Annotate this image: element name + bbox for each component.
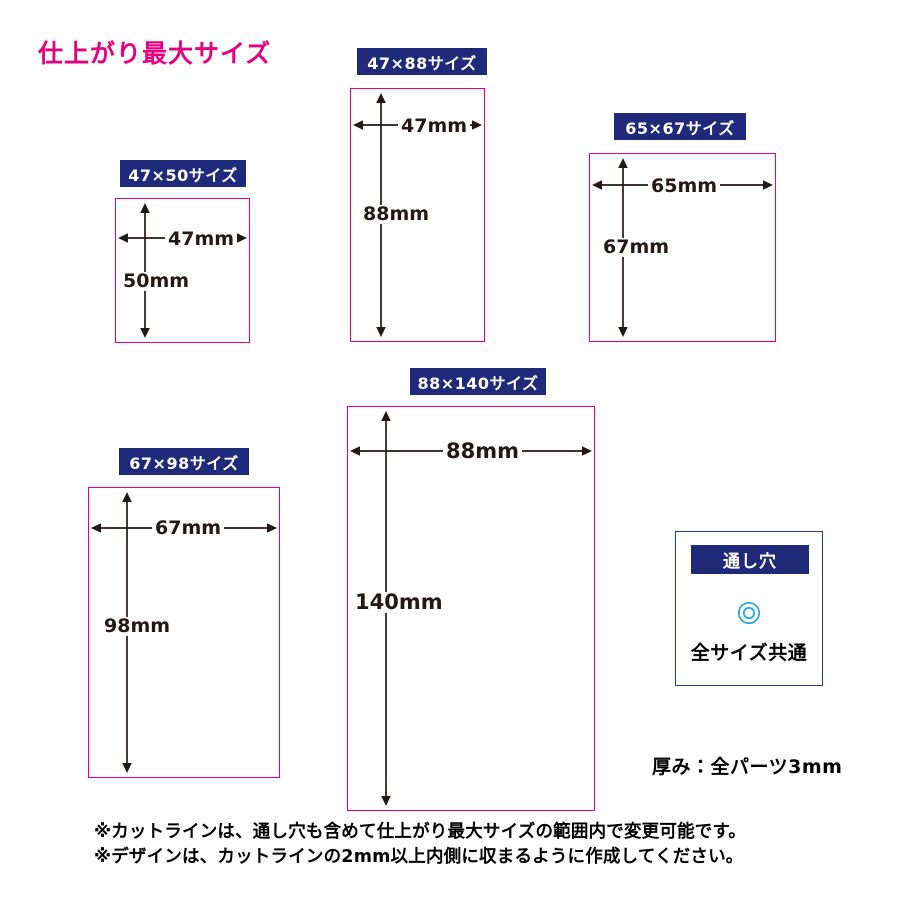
size-badge-47x88: 47×88サイズ — [357, 48, 487, 75]
dimension-label-width-67x98: 67mm — [152, 519, 225, 538]
dimension-arrow-vertical-47x50 — [138, 203, 152, 338]
size-badge-88x140: 88×140サイズ — [410, 368, 546, 395]
thickness-note: 厚み：全パーツ3mm — [652, 756, 843, 778]
dimension-label-height-67x98: 98mm — [101, 617, 174, 636]
dimension-label-height-47x88: 88mm — [360, 205, 433, 224]
size-badge-65x67: 65×67サイズ — [614, 113, 746, 140]
hole-caption: 全サイズ共通 — [690, 642, 808, 664]
size-box-47x50 — [115, 198, 250, 343]
hole-info-card: 通し穴 全サイズ共通 — [675, 531, 823, 686]
dimension-label-width-47x50: 47mm — [165, 230, 238, 249]
dimension-label-height-88x140: 140mm — [352, 592, 446, 613]
dimension-label-width-47x88: 47mm — [398, 117, 471, 136]
footnote-line-2: ※デザインは、カットラインの2mm以上内側に収まるように作成してください。 — [94, 847, 744, 868]
hole-circle-icon — [736, 600, 762, 626]
hole-badge-label: 通し穴 — [691, 545, 809, 574]
dimension-label-width-88x140: 88mm — [443, 441, 522, 462]
dimension-label-height-65x67: 67mm — [600, 238, 673, 257]
dimension-label-height-47x50: 50mm — [120, 272, 193, 291]
page-title: 仕上がり最大サイズ — [38, 39, 272, 68]
footnote-line-1: ※カットラインは、通し穴も含めて仕上がり最大サイズの範囲内で変更可能です。 — [94, 822, 747, 842]
size-badge-47x50: 47×50サイズ — [120, 160, 246, 187]
dimension-label-width-65x67: 65mm — [648, 177, 721, 196]
size-badge-67x98: 67×98サイズ — [119, 448, 249, 475]
footnotes: ※カットラインは、通し穴も含めて仕上がり最大サイズの範囲内で変更可能です。 ※デ… — [94, 820, 746, 871]
